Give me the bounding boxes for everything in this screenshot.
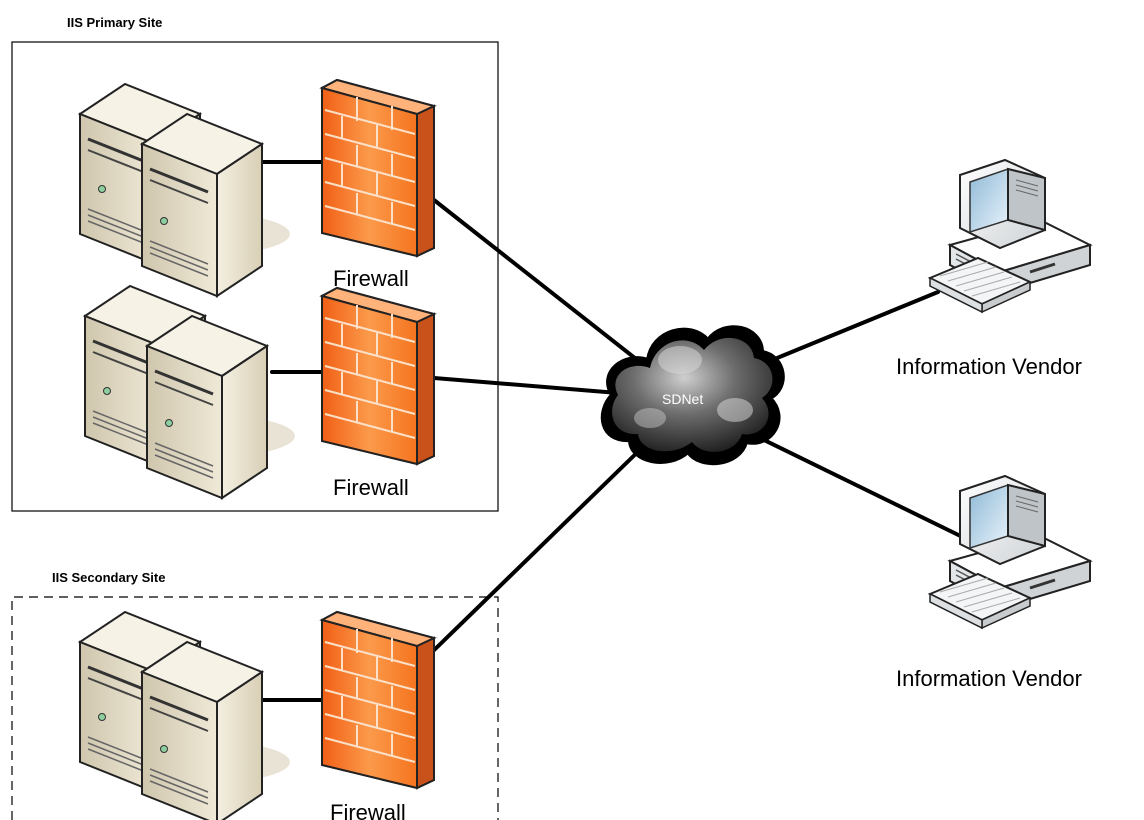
- link-firewall-3-to-sdnet: [426, 438, 652, 658]
- primary-site-group: IIS Primary Site Firewall Firewall: [11, 15, 499, 512]
- sdnet-label: SDNet: [662, 391, 703, 407]
- link-firewall-2-to-sdnet: [432, 376, 620, 395]
- vendor-1-group: Information Vendor: [896, 158, 1092, 379]
- desktop-computer-icon: [928, 158, 1092, 314]
- link-firewall-1-to-sdnet: [432, 198, 652, 372]
- vendor-2-group: Information Vendor: [896, 474, 1092, 691]
- server-icon: [78, 610, 292, 820]
- firewall-label: Firewall: [333, 475, 409, 500]
- firewall-icon: [321, 79, 435, 257]
- secondary-site-boundary: [11, 596, 499, 820]
- vendor-label: Information Vendor: [896, 666, 1082, 691]
- link-sdnet-to-vendor-2: [758, 436, 987, 550]
- firewall-icon: [321, 287, 435, 465]
- link-sdnet-to-vendor-1: [758, 290, 940, 367]
- server-icon: [83, 284, 297, 500]
- vendor-label: Information Vendor: [896, 354, 1082, 379]
- sdnet-cloud-icon: [600, 325, 785, 466]
- firewall-label: Firewall: [333, 266, 409, 291]
- firewall-label: Firewall: [330, 800, 406, 820]
- firewall-icon: [321, 611, 435, 789]
- primary-site-boundary: [11, 41, 499, 512]
- primary-site-title: IIS Primary Site: [67, 15, 162, 30]
- server-icon: [78, 82, 292, 298]
- network-links: [260, 160, 987, 702]
- secondary-site-title: IIS Secondary Site: [52, 570, 165, 585]
- secondary-site-group: IIS Secondary Site Firewall: [11, 570, 499, 820]
- desktop-computer-icon: [928, 474, 1092, 630]
